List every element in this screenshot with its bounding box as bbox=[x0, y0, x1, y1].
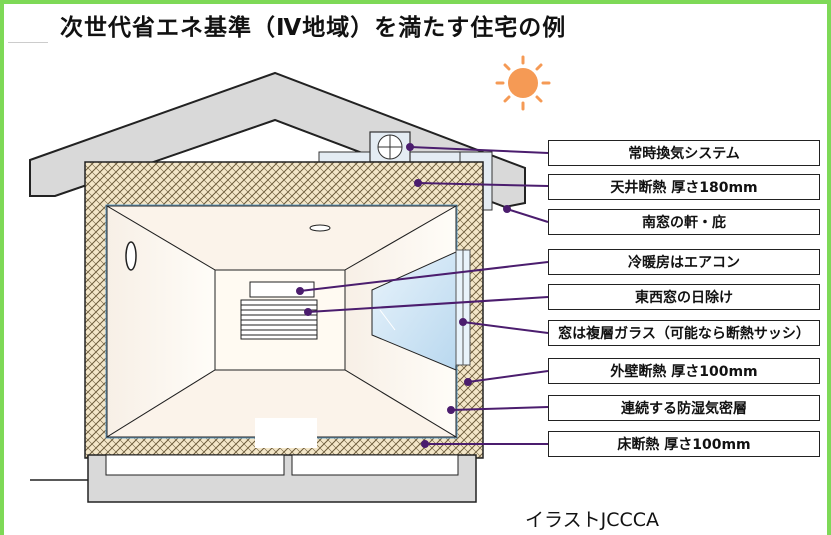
ventilation-unit bbox=[318, 131, 493, 211]
label-floor-insulation: 床断熱 厚さ100mm bbox=[548, 431, 820, 457]
foundation bbox=[30, 454, 477, 503]
sun-icon bbox=[495, 55, 551, 111]
title-rule bbox=[8, 42, 48, 43]
label-vapor-barrier: 連続する防湿気密層 bbox=[548, 395, 820, 421]
label-double-glazing: 窓は複層ガラス（可能なら断熱サッシ） bbox=[548, 320, 820, 346]
interior-room bbox=[105, 204, 471, 448]
label-air-conditioner: 冷暖房はエアコン bbox=[548, 249, 820, 275]
label-east-west-shading: 東西窓の日除け bbox=[548, 284, 820, 310]
label-ceiling-insulation: 天井断熱 厚さ180mm bbox=[548, 174, 820, 200]
page-title: 次世代省エネ基準（Ⅳ地域）を満たす住宅の例 bbox=[60, 15, 567, 41]
leader-lines bbox=[296, 143, 549, 448]
illustration-credit: イラストJCCCA bbox=[525, 509, 660, 531]
label-south-eaves: 南窓の軒・庇 bbox=[548, 209, 820, 235]
label-wall-insulation: 外壁断熱 厚さ100mm bbox=[548, 358, 820, 384]
label-ventilation: 常時換気システム bbox=[548, 140, 820, 166]
